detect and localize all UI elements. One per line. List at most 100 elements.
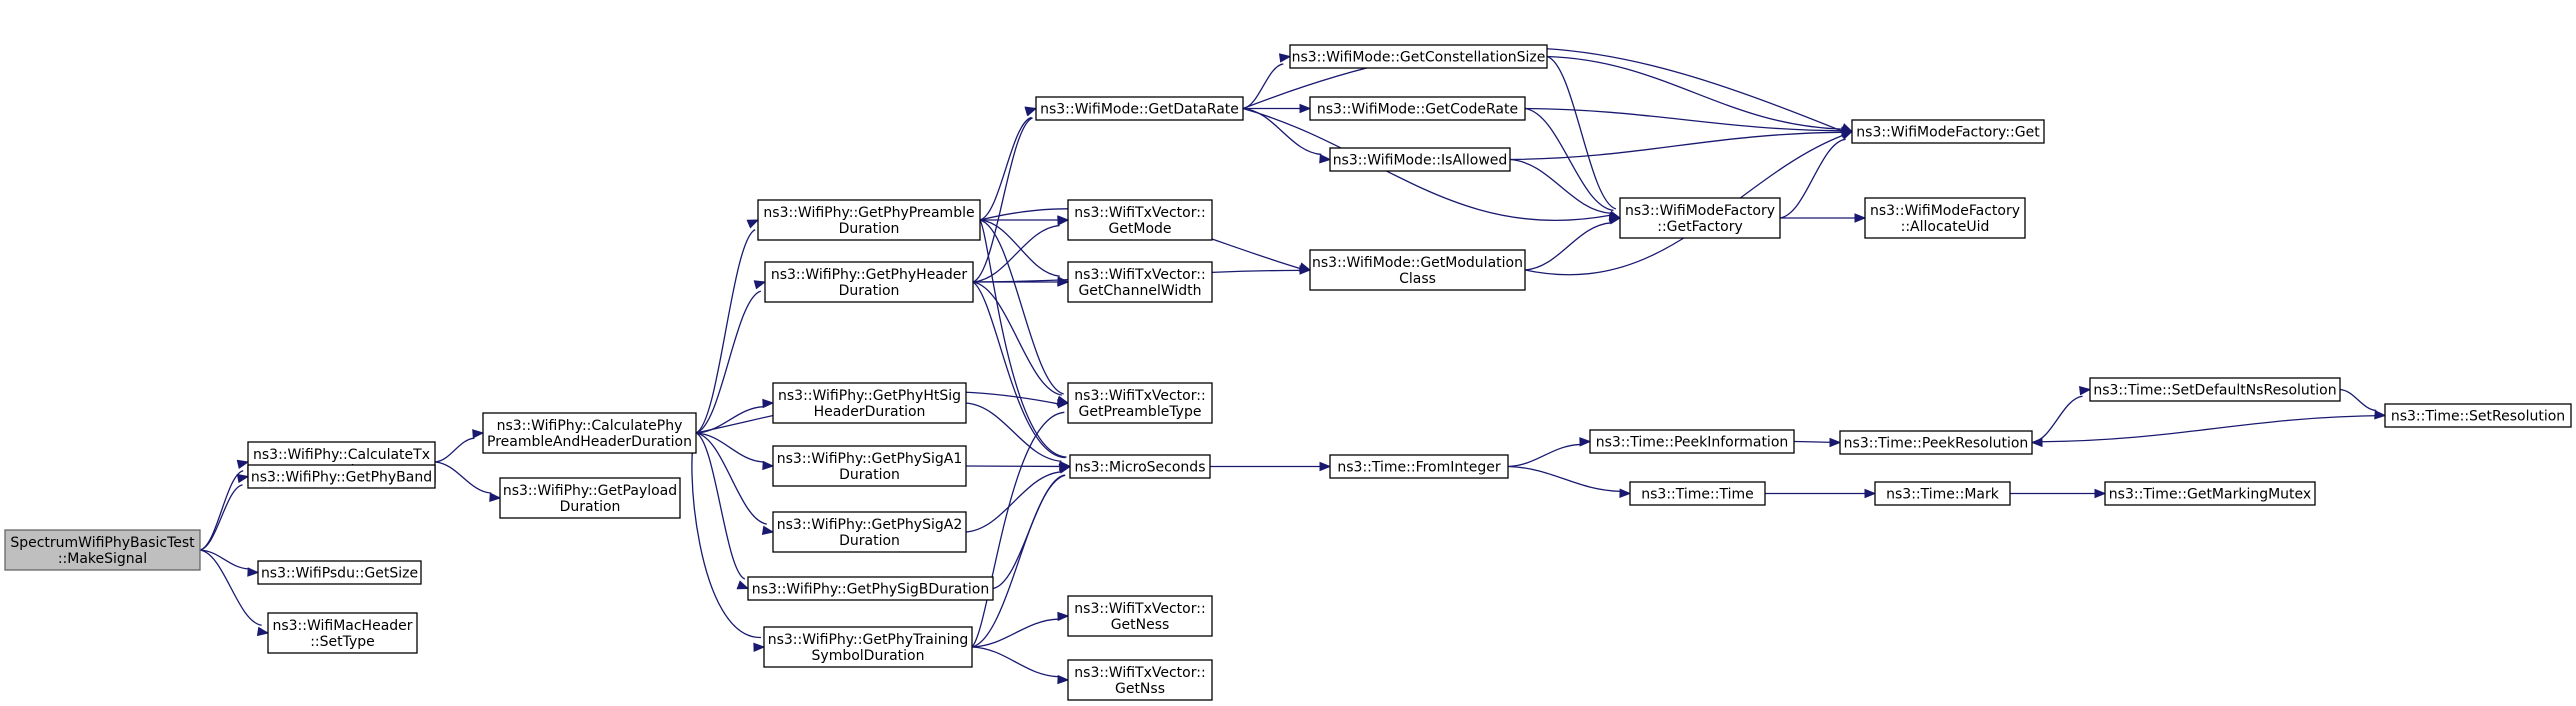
- edge-line: [1793, 440, 1831, 443]
- arrowhead: [1579, 437, 1592, 447]
- node-label-line: ns3::Time::GetMarkingMutex: [2109, 487, 2311, 503]
- node-get-training-duration[interactable]: ns3::WifiPhy::GetPhyTrainingSymbolDurati…: [763, 626, 973, 668]
- node-label-line: HeaderDuration: [814, 404, 926, 420]
- node-box: [1289, 44, 1548, 69]
- edge-make_signal-to-psdu_get_size: [199, 549, 260, 577]
- node-get-phy-band[interactable]: ns3::WifiPhy::GetPhyBand: [247, 464, 436, 489]
- edge-time_mark-to-time_get_marking_mutex: [2010, 488, 2107, 499]
- edge-make_signal-to-calc_tx_duration: [199, 459, 250, 551]
- node-label-line: ns3::WifiPhy::GetPhyHeader: [771, 267, 968, 283]
- arrowhead: [1058, 464, 1072, 474]
- node-get-constellation-size[interactable]: ns3::WifiMode::GetConstellationSize: [1289, 44, 1548, 69]
- node-box: [1067, 382, 1213, 424]
- edge-line: [1242, 63, 1284, 110]
- arrowhead: [753, 280, 767, 290]
- node-time-get-marking-mutex[interactable]: ns3::Time::GetMarkingMutex: [2104, 481, 2316, 506]
- edge-line: [695, 290, 762, 434]
- node-box: [1589, 429, 1795, 454]
- node-time-peek-resolution[interactable]: ns3::Time::PeekResolution: [1839, 430, 2033, 455]
- edge-line: [1546, 55, 1617, 210]
- edge-line: [2339, 388, 2377, 412]
- arrowhead: [761, 525, 775, 536]
- node-is-allowed[interactable]: ns3::WifiMode::IsAllowed: [1329, 147, 1511, 172]
- edge-get_header_duration-to-get_data_rate: [972, 107, 1038, 283]
- node-time-time[interactable]: ns3::Time::Time: [1629, 481, 1766, 506]
- node-label-line: Duration: [839, 533, 900, 549]
- node-label-line: ns3::WifiTxVector::: [1074, 665, 1205, 681]
- node-label-line: ns3::WifiTxVector::: [1074, 205, 1205, 221]
- node-txv-get-channel-width[interactable]: ns3::WifiTxVector::GetChannelWidth: [1067, 261, 1213, 303]
- edge-get_constellation_size-to-mode_factory_get_factory: [1546, 55, 1622, 220]
- arrowhead: [1057, 611, 1070, 622]
- node-label-line: ns3::WifiMode::GetDataRate: [1040, 102, 1239, 118]
- edge-time_time-to-time_mark: [1765, 488, 1877, 499]
- call-graph-edges: [199, 47, 2387, 685]
- node-box: [1629, 481, 1766, 506]
- edge-line: [979, 219, 1060, 277]
- node-label-line: ::SetType: [310, 634, 375, 650]
- node-box: [267, 612, 418, 654]
- node-get-sigb-duration[interactable]: ns3::WifiPhy::GetPhySigBDuration: [747, 576, 994, 601]
- node-label-line: ns3::WifiMode::GetConstellationSize: [1292, 50, 1546, 66]
- node-label-line: ns3::WifiPsdu::GetSize: [261, 566, 418, 582]
- node-box: [247, 464, 436, 489]
- node-time-set-resolution[interactable]: ns3::Time::SetResolution: [2384, 403, 2572, 428]
- node-get-code-rate[interactable]: ns3::WifiMode::GetCodeRate: [1309, 96, 1526, 121]
- node-mode-factory-get[interactable]: ns3::WifiModeFactory::Get: [1851, 119, 2045, 144]
- node-label-line: ns3::WifiPhy::GetPhySigA2: [777, 517, 962, 533]
- node-box: [482, 412, 697, 454]
- node-txv-get-ness[interactable]: ns3::WifiTxVector::GetNess: [1067, 595, 1213, 637]
- node-txv-get-preamble-type[interactable]: ns3::WifiTxVector::GetPreambleType: [1067, 382, 1213, 424]
- node-get-data-rate[interactable]: ns3::WifiMode::GetDataRate: [1035, 96, 1244, 121]
- arrowhead: [1299, 265, 1312, 275]
- edge-time_from_integer-to-time_peek_information: [1507, 437, 1592, 468]
- edge-mode_factory_get_factory-to-mode_factory_get: [1779, 128, 1854, 219]
- arrowhead: [753, 642, 766, 653]
- edge-get_training_duration-to-micro_seconds: [971, 464, 1072, 648]
- node-label-line: SymbolDuration: [812, 648, 925, 664]
- node-make-signal[interactable]: SpectrumWifiPhyBasicTest::MakeSignal: [4, 529, 201, 571]
- node-micro-seconds[interactable]: ns3::MicroSeconds: [1069, 454, 1211, 479]
- node-calc-preamble-header[interactable]: ns3::WifiPhy::CalculatePhyPreambleAndHea…: [482, 412, 697, 454]
- node-box: [1067, 595, 1213, 637]
- edge-get_htsig_duration-to-micro_seconds: [965, 402, 1072, 471]
- arrowhead: [2079, 385, 2092, 396]
- edge-line: [1507, 465, 1621, 492]
- edge-line: [695, 432, 768, 525]
- node-box: [2384, 403, 2572, 428]
- edge-calc_preamble_header-to-get_htsig_duration: [695, 398, 775, 434]
- node-mode-factory-allocate-uid[interactable]: ns3::WifiModeFactory::AllocateUid: [1864, 197, 2026, 239]
- node-label-line: ns3::WifiPhy::GetPhySigBDuration: [752, 582, 989, 598]
- node-mode-factory-get-factory[interactable]: ns3::WifiModeFactory::GetFactory: [1619, 197, 1781, 239]
- edge-line: [979, 219, 1067, 458]
- arrowhead: [247, 567, 260, 577]
- arrowhead: [1609, 213, 1622, 224]
- node-time-set-default-ns-resolution[interactable]: ns3::Time::SetDefaultNsResolution: [2089, 377, 2341, 402]
- edge-get_training_duration-to-txv_get_ness: [971, 611, 1070, 648]
- node-time-mark[interactable]: ns3::Time::Mark: [1874, 481, 2011, 506]
- edge-micro_seconds-to-time_from_integer: [1210, 461, 1332, 472]
- arrowhead: [1057, 399, 1070, 409]
- arrowhead: [1024, 107, 1038, 117]
- node-mac-set-type[interactable]: ns3::WifiMacHeader::SetType: [267, 612, 418, 654]
- node-txv-get-mode[interactable]: ns3::WifiTxVector::GetMode: [1067, 199, 1213, 241]
- node-label-line: ns3::WifiPhy::GetPhyHtSig: [778, 388, 961, 404]
- node-txv-get-nss[interactable]: ns3::WifiTxVector::GetNss: [1067, 659, 1213, 701]
- node-psdu-get-size[interactable]: ns3::WifiPsdu::GetSize: [257, 560, 422, 585]
- arrowhead: [1829, 437, 1842, 448]
- edge-line: [1507, 443, 1581, 468]
- edge-line: [1509, 131, 1843, 161]
- node-time-peek-information[interactable]: ns3::Time::PeekInformation: [1589, 429, 1795, 454]
- edge-line: [199, 470, 244, 551]
- node-label-line: ::MakeSignal: [58, 551, 147, 567]
- node-label-line: ns3::WifiPhy::GetPhyTraining: [768, 632, 969, 648]
- node-time-from-integer[interactable]: ns3::Time::FromInteger: [1329, 454, 1509, 479]
- edge-line: [972, 281, 1062, 396]
